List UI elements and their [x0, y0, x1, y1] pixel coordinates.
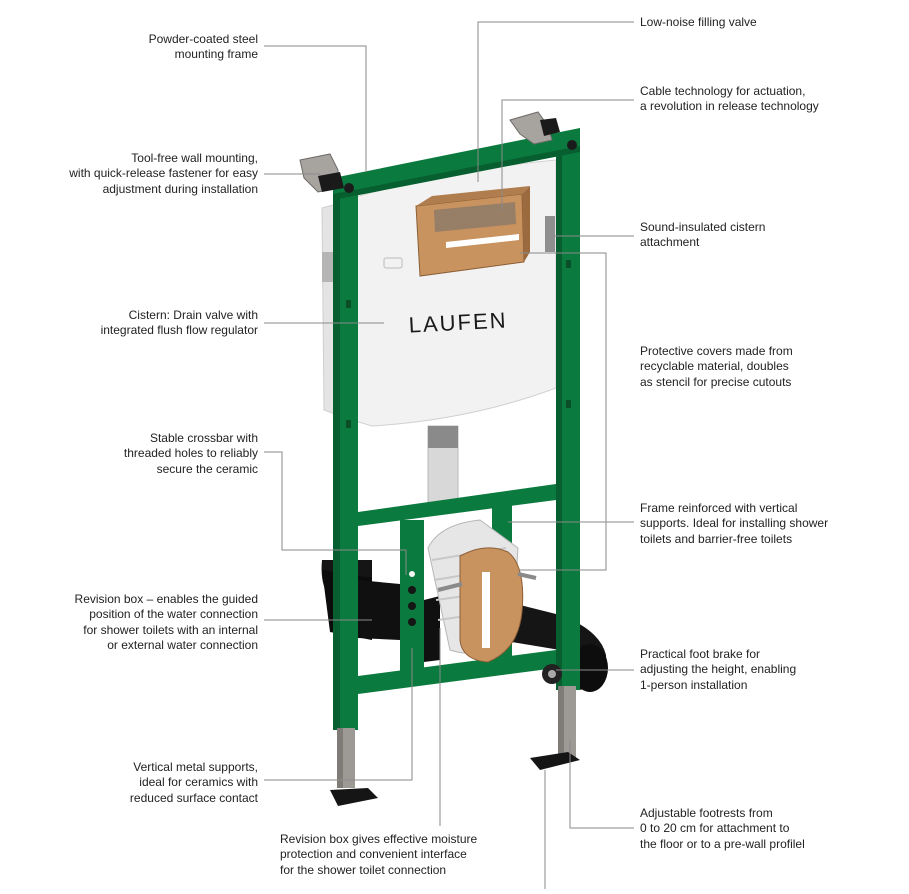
callout-filling-valve: Low-noise filling valve	[640, 15, 757, 29]
leader-vertical-supports	[264, 648, 413, 781]
leader-protective-covers	[520, 252, 607, 571]
callout-revision-box-guided: Revision box – enables the guided positi…	[74, 592, 258, 653]
callout-frame-reinforced: Frame reinforced with vertical supports.…	[640, 501, 829, 546]
protective-cover-stencil	[437, 547, 537, 663]
callout-foot-brake: Practical foot brake for adjusting the h…	[640, 647, 797, 692]
callout-revision-box-moisture: Revision box gives effective moisture pr…	[280, 832, 478, 877]
leader-cable-technology	[501, 99, 634, 210]
wall-brackets	[299, 111, 560, 193]
callout-vertical-supports: Vertical metal supports, ideal for ceram…	[129, 760, 258, 805]
callout-sound-insulated: Sound-insulated cistern attachment	[640, 220, 766, 250]
laufen-logo: LAUFEN	[408, 307, 508, 337]
drain-pipe	[427, 425, 459, 505]
leader-footrests	[569, 740, 634, 829]
callout-cistern: Cistern: Drain valve with integrated flu…	[100, 308, 258, 338]
leader-filling-valve	[477, 21, 634, 182]
callout-crossbar: Stable crossbar with threaded holes to r…	[123, 431, 258, 476]
callout-footrests: Adjustable footrests from 0 to 20 cm for…	[640, 806, 805, 851]
actuator-cable-box	[415, 186, 530, 277]
leader-crossbar	[264, 451, 407, 575]
callout-mounting-frame: Powder-coated steel mounting frame	[148, 32, 258, 62]
laufen-logo-text: LAUFEN	[408, 307, 508, 337]
leader-lines	[264, 21, 634, 889]
revision-box-black	[358, 580, 440, 662]
mounting-frame-shape	[333, 128, 580, 730]
callout-cable-technology: Cable technology for actuation, a revolu…	[640, 84, 819, 114]
leader-mounting-frame	[264, 45, 367, 172]
metal-legs	[330, 664, 580, 806]
callout-wall-mounting: Tool-free wall mounting, with quick-rele…	[69, 151, 258, 196]
callout-protective-covers: Protective covers made from recyclable m…	[640, 344, 793, 389]
